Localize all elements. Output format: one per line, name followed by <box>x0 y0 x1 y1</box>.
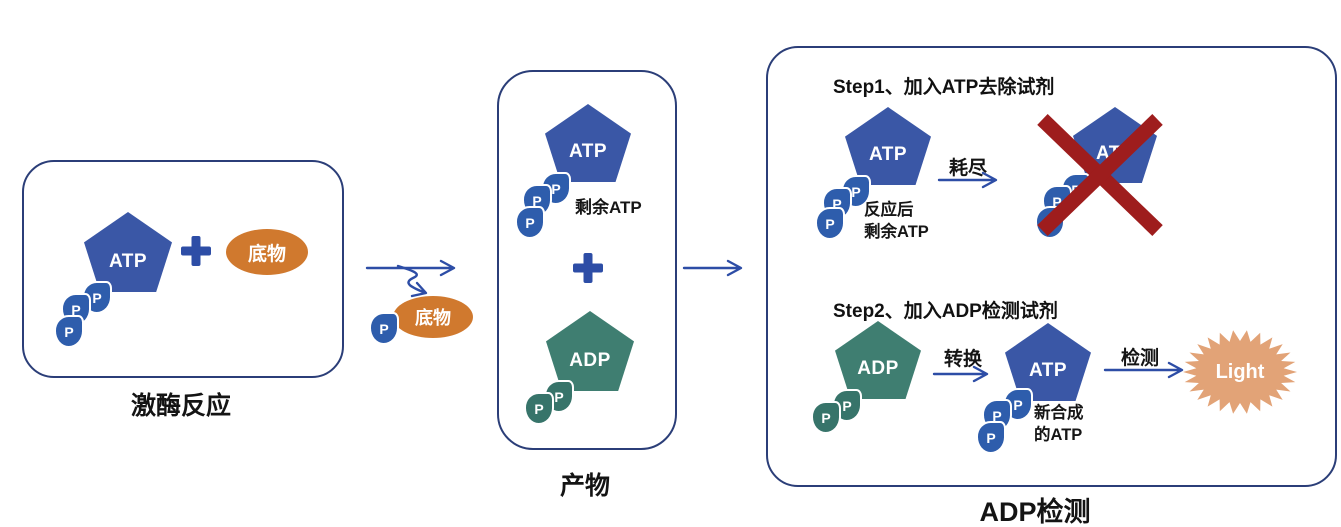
phospho-substrate-ellipse: 底物 <box>393 296 473 338</box>
plus-icon <box>573 253 603 283</box>
depletion-arrow-label: 耗尽 <box>948 158 987 179</box>
remaining-atp-label: 剩余ATP <box>575 198 642 217</box>
phosphate-blob: P <box>371 314 397 343</box>
plus-icon <box>181 236 211 266</box>
products-caption: 产物 <box>559 472 610 500</box>
convert-arrow <box>932 365 989 383</box>
adp-label: ADP <box>569 349 611 371</box>
step1-title: Step1、加入ATP去除试剂 <box>833 77 1055 98</box>
phosphate-blob: P <box>978 423 1004 452</box>
phosphate-blob: P <box>526 394 552 423</box>
adp-detection-caption: ADP检测 <box>979 497 1091 527</box>
adp-label: ADP <box>857 358 899 380</box>
new-atp-caption: 新合成 的ATP <box>1034 402 1084 446</box>
new-atp-caption-line1: 新合成 <box>1034 404 1084 422</box>
new-atp-pentagon: ATP <box>1005 323 1091 401</box>
light-burst: Light <box>1180 327 1300 417</box>
step1-atp-pentagon: ATP <box>845 107 931 185</box>
atp-label: ATP <box>1028 360 1068 382</box>
reaction-arrow <box>365 259 456 277</box>
detect-arrow-label: 检测 <box>1120 348 1159 369</box>
squiggle-arrow <box>396 264 428 298</box>
light-label: Light <box>1215 360 1265 383</box>
light-burst-shape <box>1183 330 1297 414</box>
step2-title: Step2、加入ADP检测试剂 <box>833 301 1058 322</box>
convert-arrow-label: 转换 <box>943 349 982 370</box>
atp-label: ATP <box>108 250 148 272</box>
substrate-label: 底物 <box>415 308 451 328</box>
new-atp-caption-line2: 的ATP <box>1034 426 1083 444</box>
phosphate-blob: P <box>56 317 82 346</box>
phosphate-blob: P <box>817 209 843 238</box>
red-cross-icon <box>1022 97 1178 253</box>
to-detection-arrow <box>682 259 743 277</box>
substrate-label: 底物 <box>247 243 286 265</box>
post-reaction-caption-line1: 反应后 <box>864 201 914 219</box>
post-reaction-caption: 反应后 剩余ATP <box>864 199 929 243</box>
phosphate-blob: P <box>813 403 839 432</box>
phosphate-blob: P <box>517 208 543 237</box>
substrate-ellipse: 底物 <box>226 229 308 275</box>
post-reaction-caption-line2: 剩余ATP <box>864 223 929 241</box>
detect-arrow <box>1103 361 1184 379</box>
atp-label: ATP <box>568 141 608 163</box>
depletion-arrow <box>937 171 998 189</box>
atp-label: ATP <box>868 144 908 166</box>
kinase-reaction-caption: 激酶反应 <box>130 392 231 420</box>
